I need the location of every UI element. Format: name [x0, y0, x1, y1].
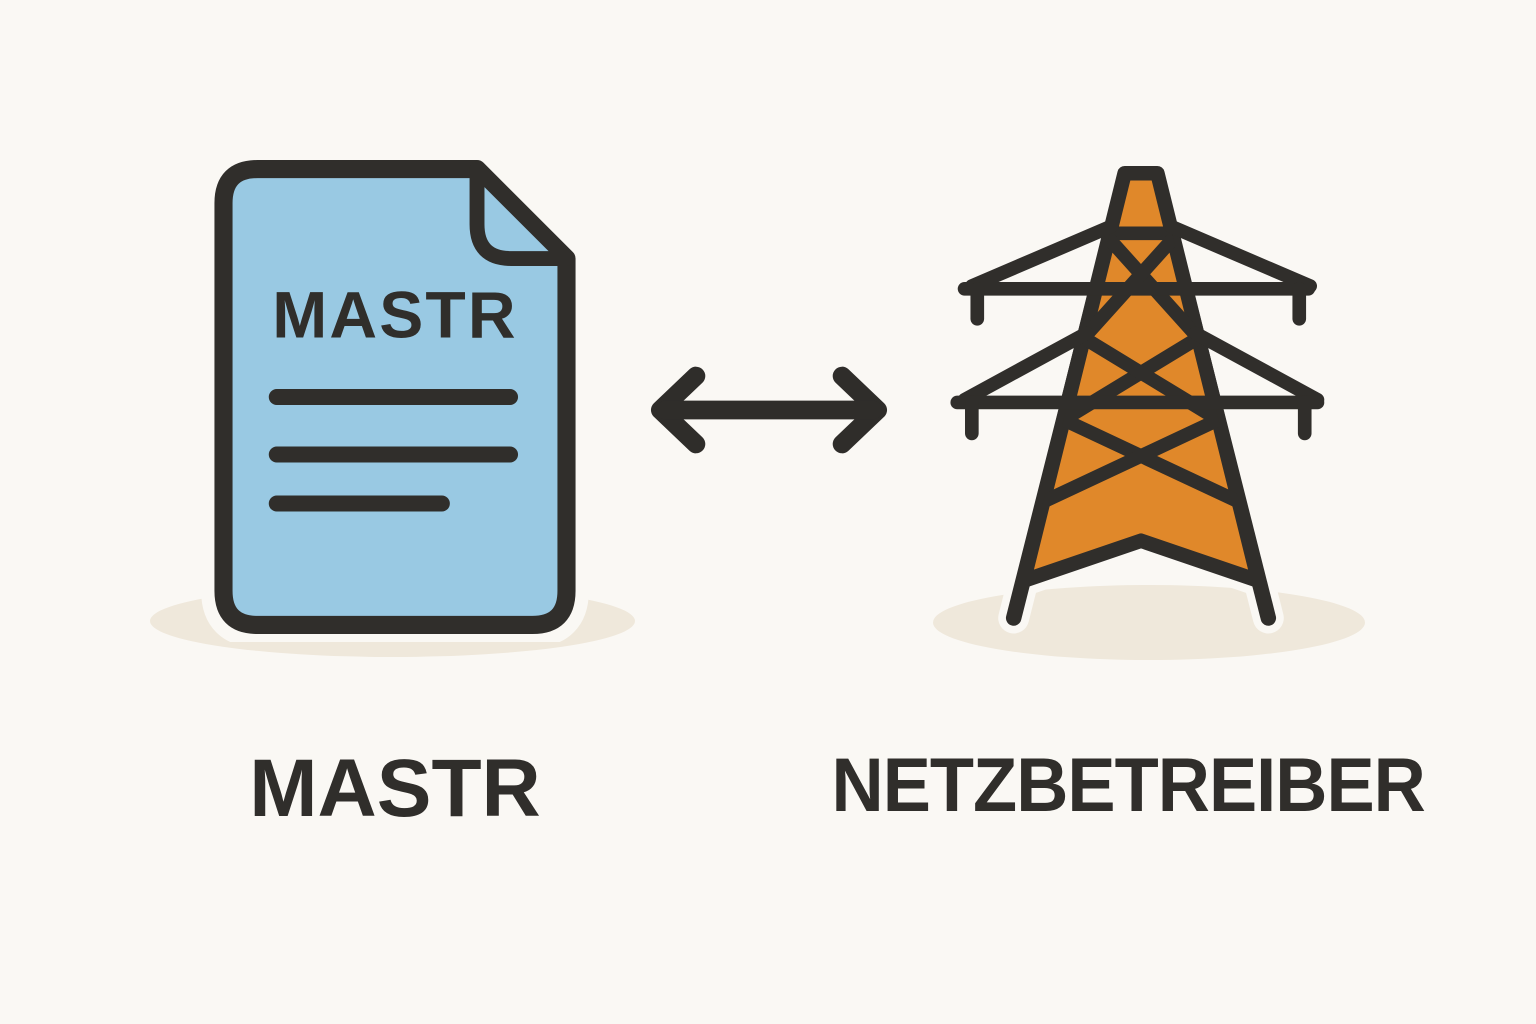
label-netzbetreiber: NETZBETREIBER	[831, 743, 1426, 828]
transmission-tower-icon	[950, 158, 1325, 634]
document-title-text: MASTR	[272, 277, 517, 351]
tower-upper-crossarm	[957, 219, 1317, 326]
document-icon: MASTR	[201, 152, 589, 642]
upper-arm-diagonal-right	[1163, 219, 1317, 293]
upper-arm-diagonal-left	[965, 219, 1119, 293]
document-text-lines	[268, 389, 519, 512]
lower-arm-diagonal-right	[1188, 326, 1325, 407]
label-mastr: MASTR	[249, 743, 541, 834]
document-fold-corner	[469, 161, 574, 266]
lower-arm-diagonal-left	[957, 326, 1094, 407]
tower-lower-crossarm	[950, 326, 1325, 441]
double-arrow-icon	[650, 366, 888, 454]
